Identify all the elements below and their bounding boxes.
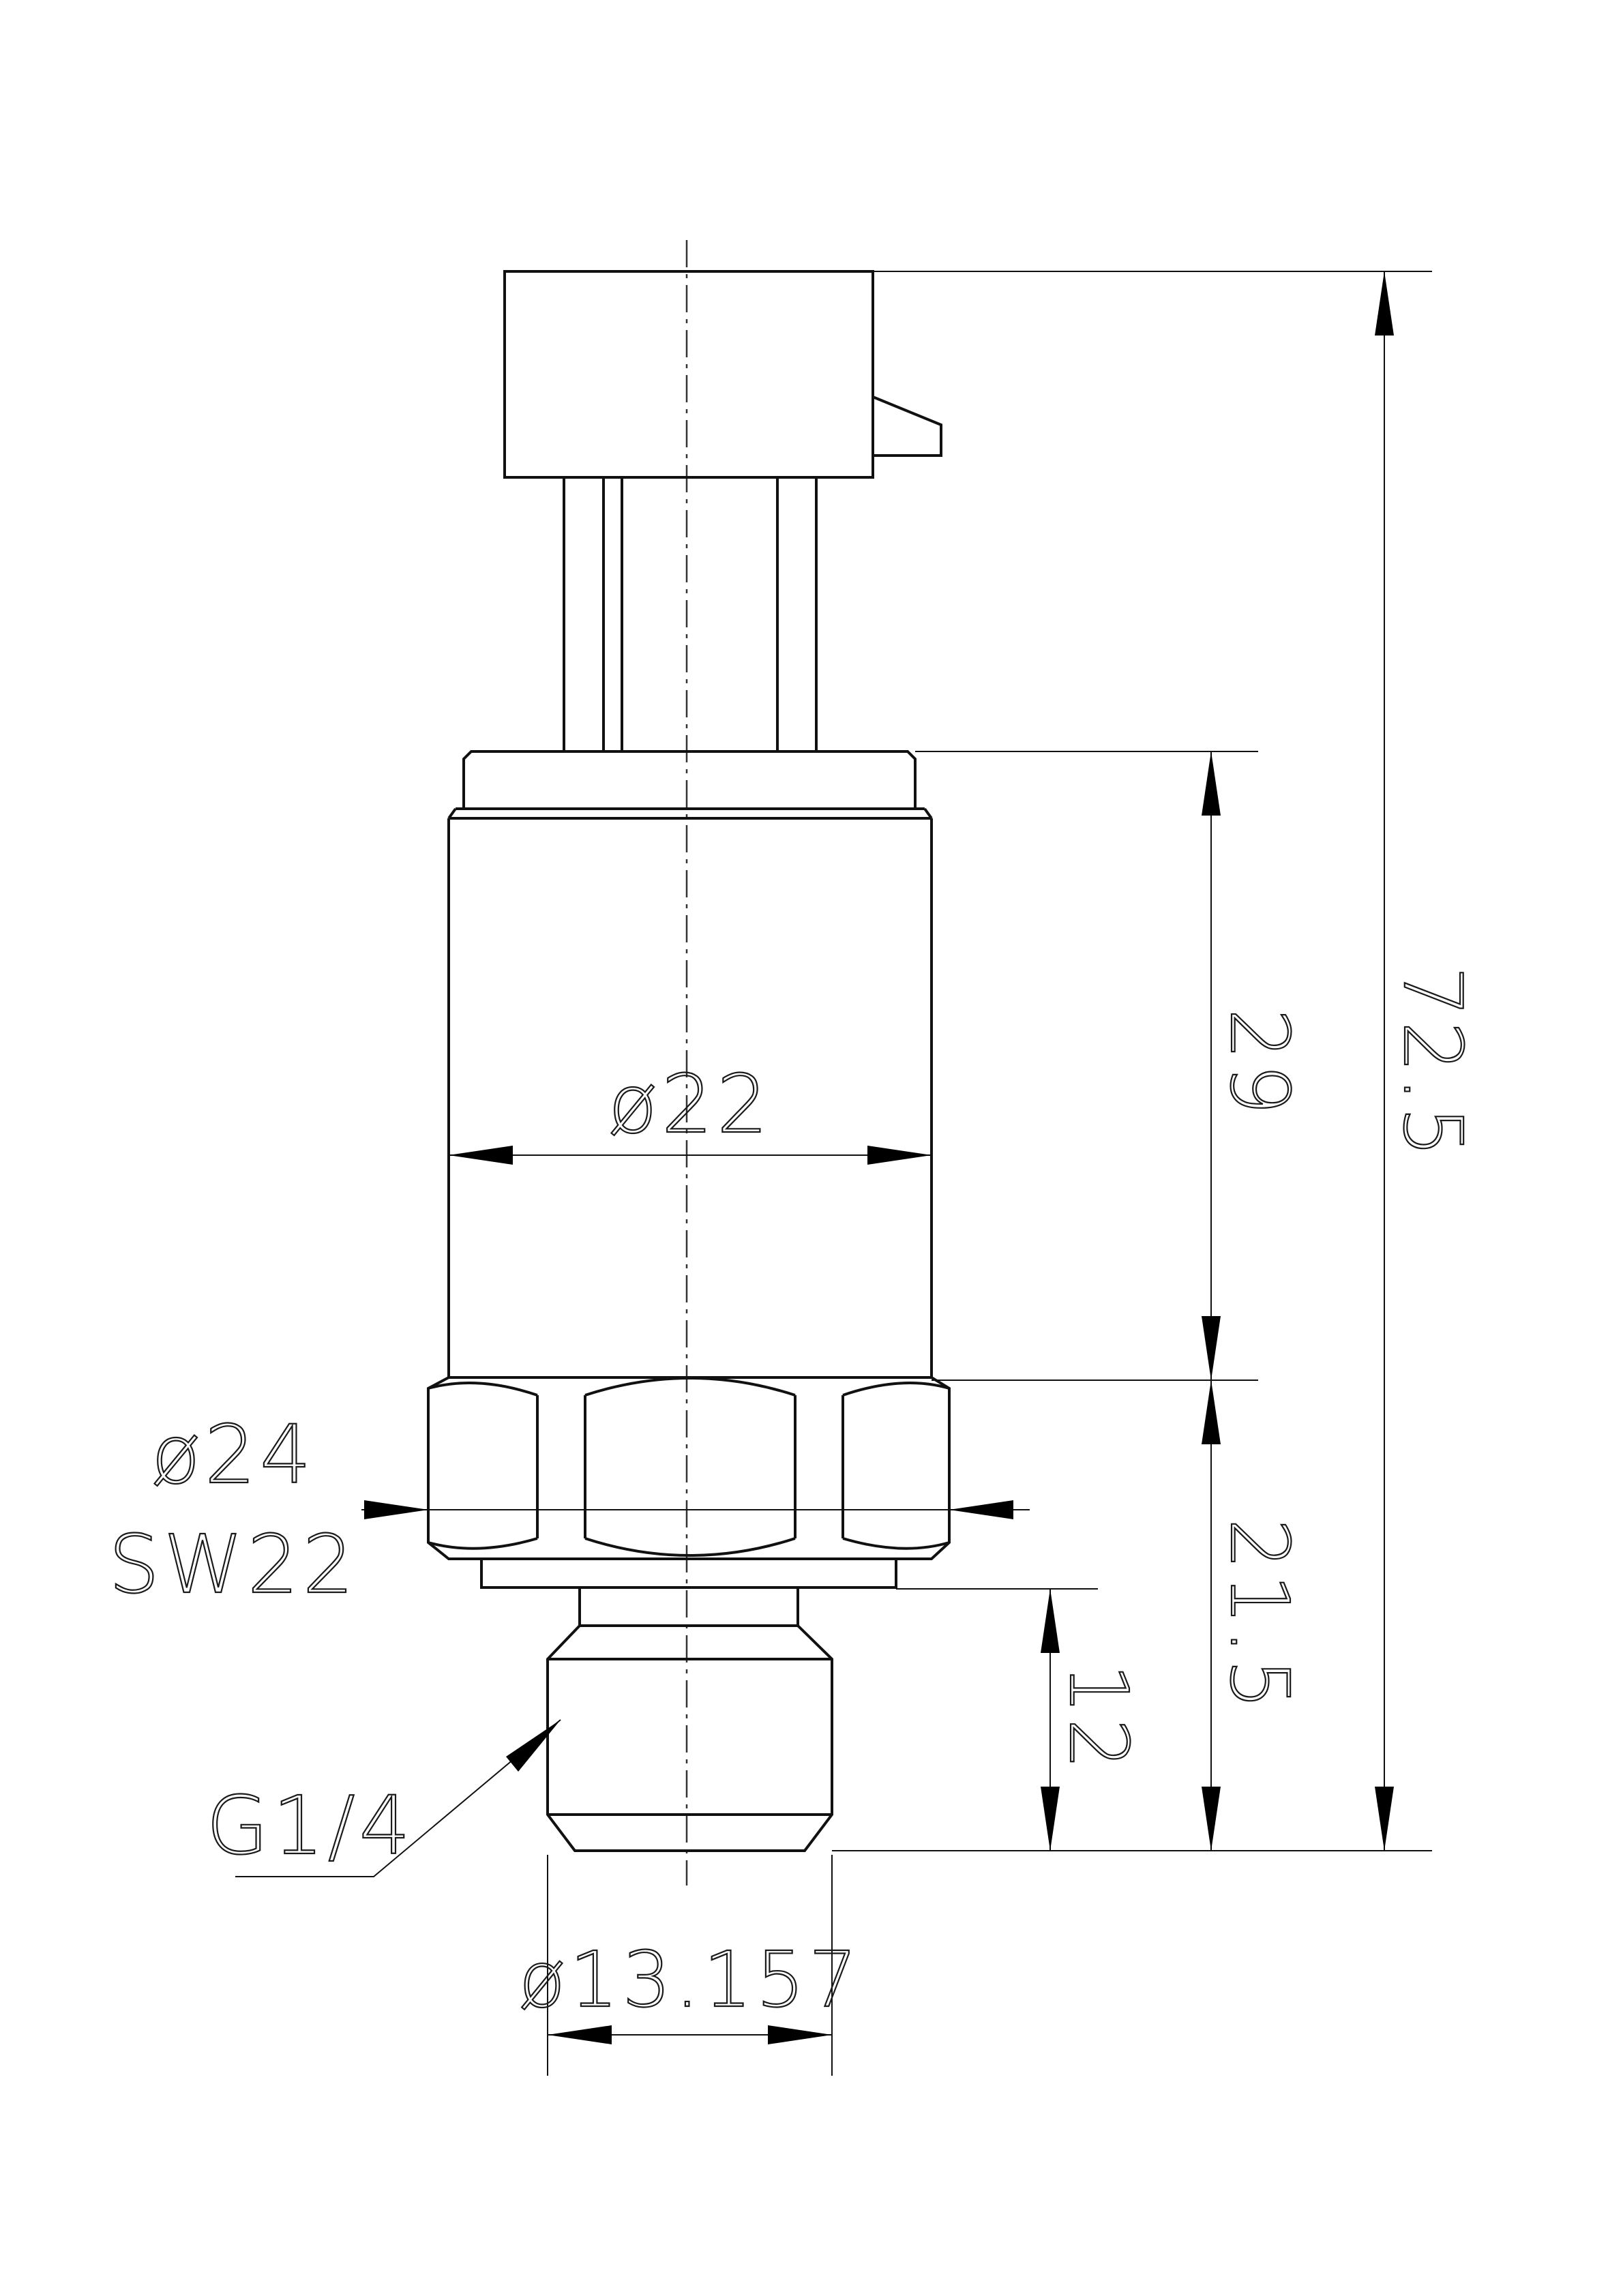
hex-wrench-label: SW22 bbox=[108, 1517, 358, 1611]
lower-height-label: 21.5 bbox=[1212, 1519, 1307, 1714]
body-height-label: 29 bbox=[1212, 1009, 1307, 1119]
thread-diameter-label: ø13.157 bbox=[519, 1936, 861, 2025]
connector-head bbox=[503, 270, 942, 479]
dimension-lines bbox=[235, 271, 1385, 2036]
thread-fitting bbox=[546, 1586, 833, 1852]
body-top-cap bbox=[462, 750, 917, 809]
connector-pins bbox=[563, 477, 818, 750]
thread-spec-label: G1/4 bbox=[206, 1778, 414, 1873]
body-diameter-label: ø22 bbox=[608, 1057, 772, 1151]
main-body bbox=[447, 818, 933, 1377]
thread-length-label: 12 bbox=[1052, 1663, 1146, 1774]
washer-flange bbox=[480, 1557, 897, 1589]
extension-lines bbox=[547, 271, 1432, 2076]
hex-diameter-label: ø24 bbox=[151, 1407, 315, 1502]
overall-height-label: 72.5 bbox=[1386, 966, 1480, 1162]
dimension-arrows bbox=[364, 271, 1394, 2044]
hex-nut bbox=[427, 1376, 951, 1560]
